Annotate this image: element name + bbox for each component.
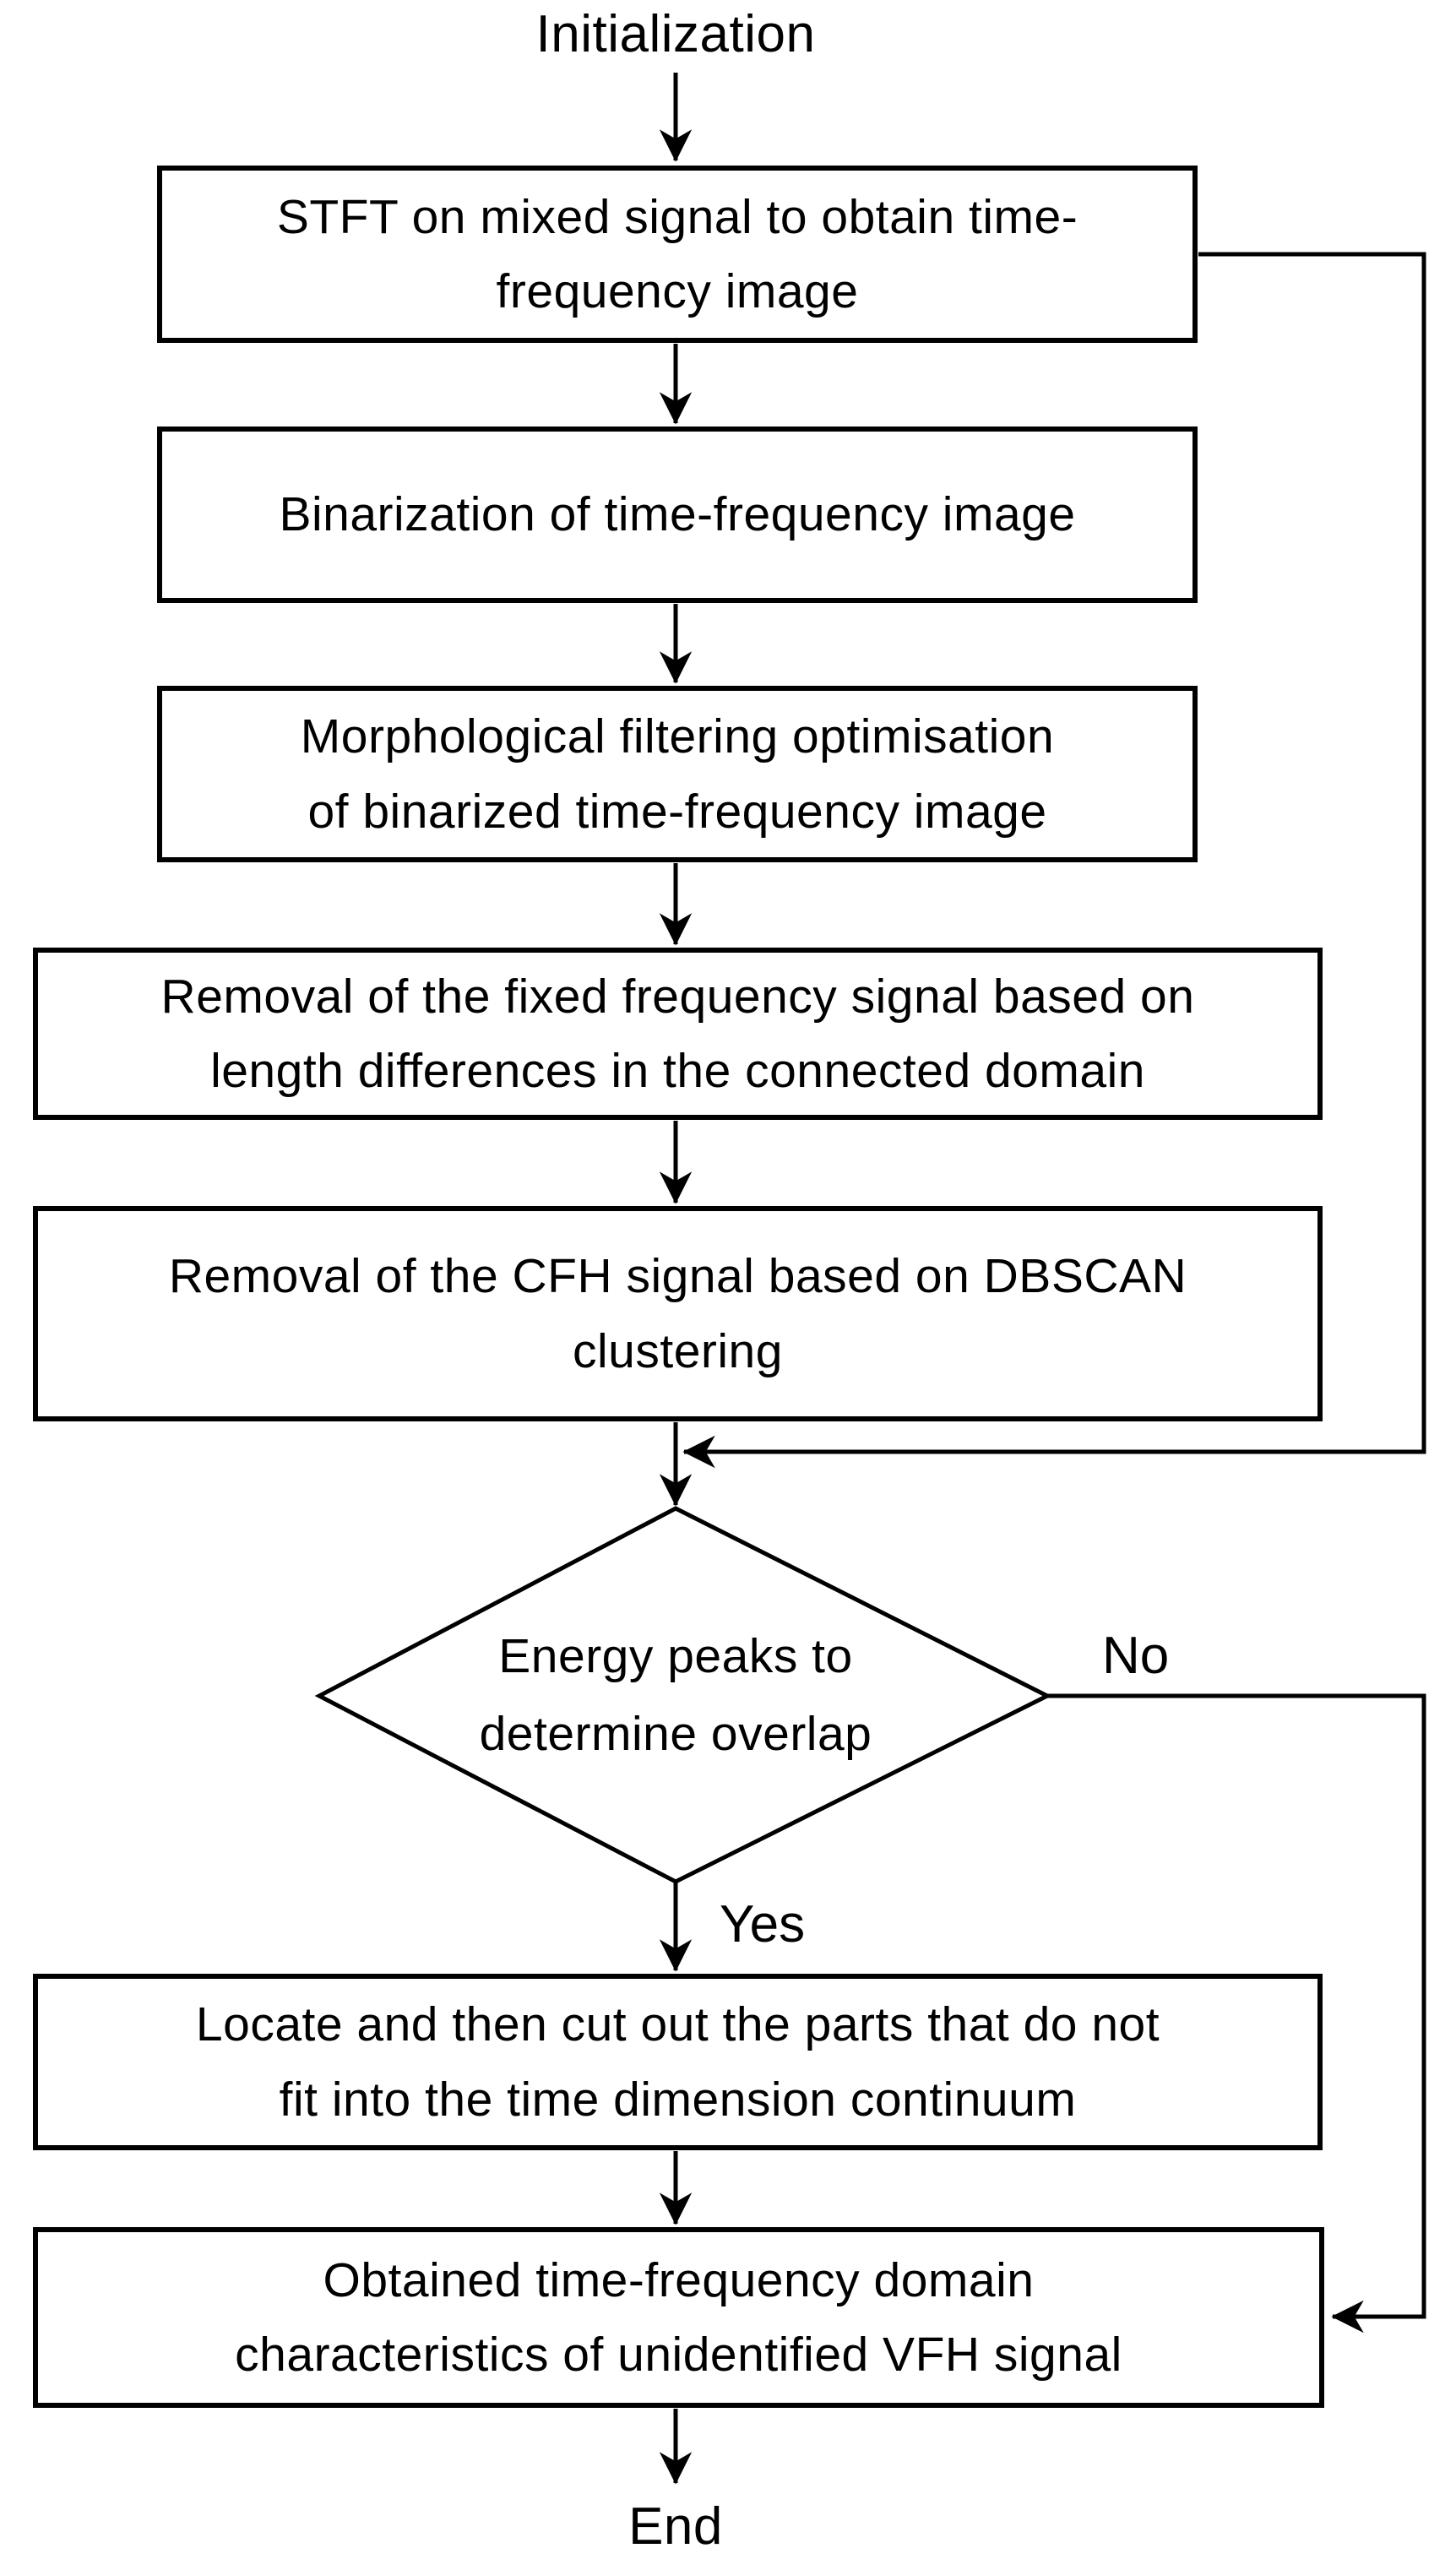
decision-yes-label: Yes xyxy=(720,1895,806,1953)
start-terminal-label: Initialization xyxy=(535,4,816,63)
process-box-remove-cfh: Removal of the CFH signal based on DBSCA… xyxy=(33,1206,1323,1421)
process-box-binarization: Binarization of time-frequency image xyxy=(157,427,1198,603)
edge-feedback-stft-to-merge xyxy=(682,252,1426,1469)
decision-label: Energy peaks to determine overlap xyxy=(479,1629,872,1761)
end-terminal-label: End xyxy=(628,2497,723,2556)
process-box-remove-fixed: Removal of the fixed frequency signal ba… xyxy=(33,948,1323,1120)
decision-diamond-shape xyxy=(314,1506,1052,1884)
process-box-obtained-vfh: Obtained time-frequency domain character… xyxy=(33,2227,1324,2408)
process-box-locate-cut: Locate and then cut out the parts that d… xyxy=(33,1974,1323,2150)
process-box-stft: STFT on mixed signal to obtain time- fre… xyxy=(157,166,1198,343)
edge-decision-no-to-obtained xyxy=(1047,1693,1426,2334)
decision-no-label: No xyxy=(1102,1627,1170,1685)
process-box-morphological: Morphological filtering optimisation of … xyxy=(157,686,1198,862)
